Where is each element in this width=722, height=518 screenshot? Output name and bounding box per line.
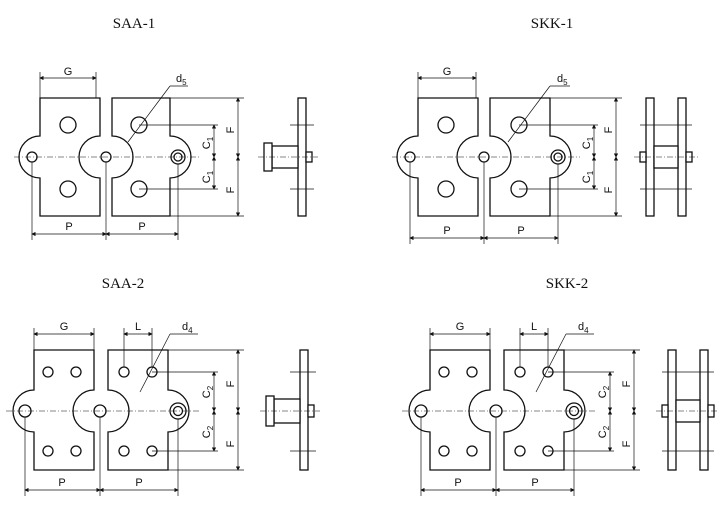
panel-title: SAA-1 xyxy=(113,16,156,32)
attachment-hole xyxy=(437,180,455,198)
dimension-p: P P xyxy=(409,162,559,244)
dim-label-f: F xyxy=(603,126,615,133)
attachment-hole xyxy=(118,445,130,457)
dim-label-l: L xyxy=(135,321,141,333)
attachment-hole xyxy=(514,366,526,378)
attachment-hole xyxy=(514,445,526,457)
dim-label-f: F xyxy=(225,186,237,193)
dimension-g: G xyxy=(39,66,97,98)
attachment-hole xyxy=(42,445,54,457)
dim-label-c: C1 xyxy=(581,136,595,149)
attachment-hole xyxy=(437,116,455,134)
dim-label-g: G xyxy=(443,66,452,78)
dim-label-p: P xyxy=(138,221,145,233)
dim-label-d: d5 xyxy=(176,73,187,87)
dim-label-f: F xyxy=(225,440,237,447)
dim-label-f: F xyxy=(225,126,237,133)
dim-label-p: P xyxy=(58,477,65,489)
panel-skk-1: SKK-1 G P P xyxy=(392,16,698,244)
dimension-l: L xyxy=(519,321,549,367)
dim-label-c: C1 xyxy=(201,136,215,149)
dim-label-p: P xyxy=(517,225,524,237)
dimension-c-f: C2 C2 F F xyxy=(548,349,640,471)
attachment-hole xyxy=(438,445,450,457)
chain-link-plates xyxy=(6,349,200,471)
dim-label-c: C2 xyxy=(597,425,611,438)
dim-label-p: P xyxy=(135,477,142,489)
attachment-hole xyxy=(466,445,478,457)
dim-label-p: P xyxy=(65,221,72,233)
dim-label-f: F xyxy=(225,380,237,387)
dim-label-c: C2 xyxy=(597,385,611,398)
side-view xyxy=(258,97,318,217)
dimension-p: P P xyxy=(24,417,179,496)
dim-label-g: G xyxy=(64,66,73,78)
attachment-hole xyxy=(59,116,77,134)
dimension-p: P P xyxy=(420,417,575,496)
attachment-hole xyxy=(118,366,130,378)
dim-label-c: C2 xyxy=(201,385,215,398)
attachment-hole xyxy=(466,366,478,378)
dim-label-l: L xyxy=(531,321,537,333)
dim-label-f: F xyxy=(621,380,633,387)
dimension-c-f: C1 C1 F F xyxy=(139,97,244,217)
panel-saa-2: SAA-2 G L xyxy=(6,276,320,496)
dimension-d: d5 xyxy=(127,73,188,143)
attachment-hole xyxy=(42,366,54,378)
dimension-p: P P xyxy=(31,162,179,240)
chain-link-plates xyxy=(402,349,596,471)
chain-link-plates xyxy=(392,97,580,217)
dim-label-p: P xyxy=(531,477,538,489)
side-view xyxy=(634,97,698,217)
side-view xyxy=(656,349,718,471)
dim-label-c: C1 xyxy=(201,170,215,183)
dim-label-p: P xyxy=(454,477,461,489)
dim-label-g: G xyxy=(60,321,69,333)
dim-label-d: d4 xyxy=(182,321,193,335)
dim-label-c: C1 xyxy=(581,170,595,183)
attachment-hole xyxy=(59,180,77,198)
chain-link-plates xyxy=(14,97,200,217)
side-plate xyxy=(299,349,309,471)
dim-label-g: G xyxy=(456,321,465,333)
side-view xyxy=(260,349,320,471)
side-plate xyxy=(667,349,677,471)
dimension-g: G xyxy=(33,321,95,350)
dimension-l: L xyxy=(123,321,153,367)
dimension-d: d4 xyxy=(535,321,594,393)
link-plate-left xyxy=(408,349,491,471)
dimension-d: d4 xyxy=(139,321,198,393)
dimension-d: d5 xyxy=(507,73,570,143)
panel-skk-2: SKK-2 G L xyxy=(402,276,718,496)
attachment-hole xyxy=(438,366,450,378)
dim-label-p: P xyxy=(443,225,450,237)
dimension-g: G xyxy=(429,321,491,350)
dimension-c-f: C2 C2 F F xyxy=(152,349,244,471)
dimension-g: G xyxy=(417,66,477,98)
dim-label-d: d5 xyxy=(557,73,568,87)
dimension-c-f: C1 C1 F F xyxy=(519,97,622,217)
dim-label-f: F xyxy=(621,440,633,447)
panel-title: SKK-2 xyxy=(546,276,589,292)
link-plate-left xyxy=(12,349,95,471)
attachment-hole xyxy=(70,366,82,378)
attachment-hole xyxy=(70,445,82,457)
dim-label-d: d4 xyxy=(578,321,589,335)
panel-saa-1: SAA-1 G P P xyxy=(14,16,318,240)
dim-label-f: F xyxy=(603,186,615,193)
dim-label-c: C2 xyxy=(201,425,215,438)
side-plate xyxy=(699,349,709,471)
panel-title: SKK-1 xyxy=(531,16,574,32)
panel-title: SAA-2 xyxy=(102,276,145,292)
